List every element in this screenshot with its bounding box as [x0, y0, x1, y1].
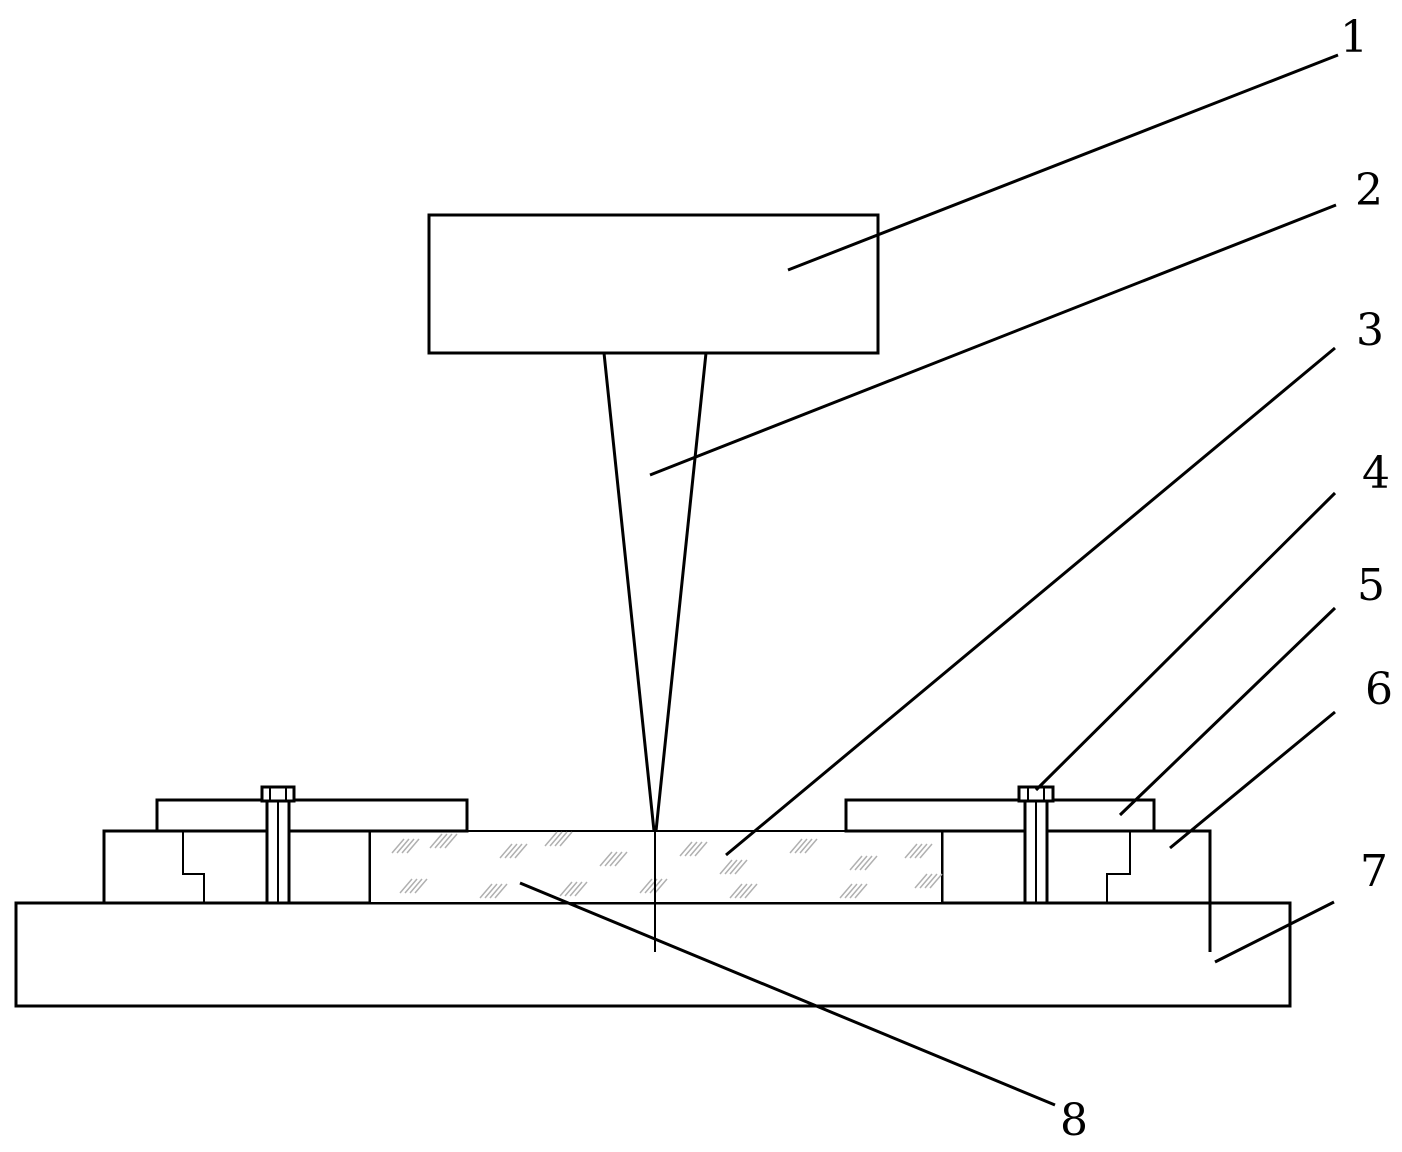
hatch-stroke	[914, 843, 928, 859]
hatch-stroke	[854, 883, 868, 899]
label-7: 7	[1360, 846, 1388, 897]
hatch-stroke	[904, 843, 918, 859]
hatch-stroke	[559, 881, 573, 897]
hatch-stroke	[604, 851, 618, 867]
hatch-stroke	[399, 878, 413, 894]
right-fixture-step	[1106, 831, 1131, 903]
hatch-stroke	[719, 859, 733, 875]
hatch-stroke	[849, 883, 863, 899]
hatch-stroke	[729, 859, 743, 875]
label-8: 8	[1060, 1095, 1088, 1146]
hatch-stroke	[544, 831, 558, 847]
label-2: 2	[1355, 165, 1383, 216]
hatch-stroke	[569, 881, 583, 897]
hatch-stroke	[679, 841, 693, 857]
hatch-stroke	[924, 873, 938, 889]
right-fixture-block	[940, 829, 1212, 905]
hatch-stroke	[489, 883, 503, 899]
label-3: 3	[1356, 305, 1384, 356]
base-plate	[14, 901, 1292, 1008]
beam-left-edge	[602, 352, 656, 832]
hatch-stroke	[929, 873, 943, 889]
right-bolt	[1017, 785, 1055, 905]
leader-5	[1118, 606, 1337, 817]
glass-hatching	[391, 831, 943, 899]
leader-6	[1169, 710, 1336, 850]
hatch-stroke	[734, 883, 748, 899]
leader-2	[649, 203, 1337, 477]
hatch-stroke	[654, 878, 668, 894]
hatch-stroke	[396, 838, 410, 854]
hatch-stroke	[414, 878, 428, 894]
hatch-stroke	[854, 855, 868, 871]
hatch-stroke	[564, 881, 578, 897]
hatch-stroke	[789, 838, 803, 854]
leader-4	[1034, 491, 1337, 792]
label-1: 1	[1340, 12, 1368, 63]
hatch-stroke	[799, 838, 813, 854]
hatch-stroke	[919, 843, 933, 859]
leader-7	[1214, 900, 1335, 964]
left-fixture-step	[182, 831, 205, 903]
hatch-stroke	[739, 883, 753, 899]
hatch-stroke	[724, 859, 738, 875]
hatch-stroke	[599, 851, 613, 867]
hatch-stroke	[439, 833, 453, 849]
beam-right-edge	[654, 352, 708, 832]
hatch-stroke	[914, 873, 928, 889]
hatch-stroke	[744, 883, 758, 899]
hatch-stroke	[614, 851, 628, 867]
label-6: 6	[1365, 664, 1393, 715]
hatch-stroke	[429, 833, 443, 849]
hatch-stroke	[401, 838, 415, 854]
leader-3	[725, 346, 1336, 857]
left-bolt	[260, 785, 296, 905]
hatch-stroke	[549, 831, 563, 847]
hatch-stroke	[919, 873, 933, 889]
right-clamp-plate	[844, 798, 1156, 833]
hatch-stroke	[434, 833, 448, 849]
hatch-stroke	[484, 883, 498, 899]
hatch-stroke	[494, 883, 508, 899]
hatch-stroke	[849, 855, 863, 871]
hatch-stroke	[689, 841, 703, 857]
hatch-stroke	[734, 859, 748, 875]
hatch-stroke	[864, 855, 878, 871]
hatch-stroke	[794, 838, 808, 854]
leader-8	[519, 881, 1056, 1107]
hatch-stroke	[909, 843, 923, 859]
hatch-stroke	[729, 883, 743, 899]
hatch-stroke	[479, 883, 493, 899]
hatch-stroke	[844, 883, 858, 899]
laser-head	[427, 213, 880, 355]
hatch-stroke	[406, 838, 420, 854]
hatch-stroke	[694, 841, 708, 857]
left-clamp-plate	[155, 798, 469, 833]
hatch-stroke	[499, 843, 513, 859]
hatch-stroke	[804, 838, 818, 854]
leader-1	[787, 53, 1339, 272]
hatch-stroke	[554, 831, 568, 847]
left-fixture-block	[102, 829, 372, 905]
hatch-stroke	[684, 841, 698, 857]
hatch-stroke	[514, 843, 528, 859]
hatch-stroke	[839, 883, 853, 899]
hatch-stroke	[404, 878, 418, 894]
hatch-stroke	[444, 833, 458, 849]
label-5: 5	[1357, 560, 1385, 611]
hatch-stroke	[504, 843, 518, 859]
hatch-stroke	[409, 878, 423, 894]
hatch-stroke	[639, 878, 653, 894]
hatch-stroke	[391, 838, 405, 854]
hatch-stroke	[559, 831, 573, 847]
hatch-stroke	[859, 855, 873, 871]
hatch-stroke	[609, 851, 623, 867]
label-4: 4	[1362, 448, 1390, 499]
hatch-stroke	[509, 843, 523, 859]
hatch-stroke	[574, 881, 588, 897]
